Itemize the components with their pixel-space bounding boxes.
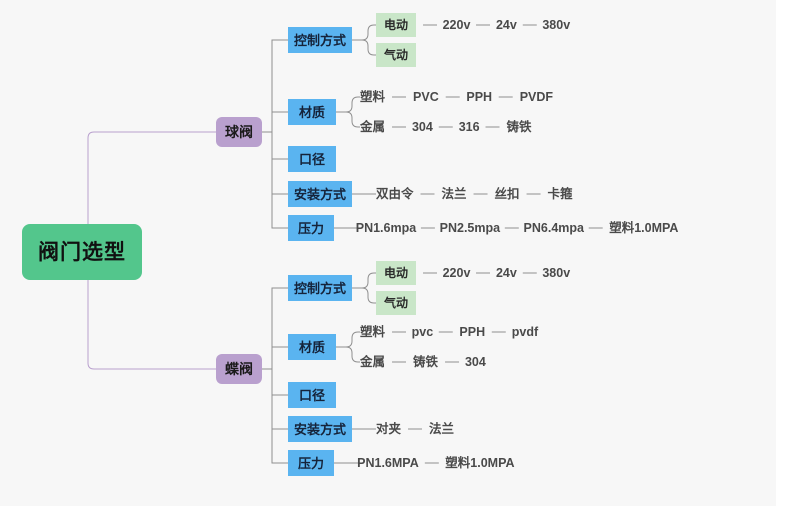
topic-node-蝶阀-压力[interactable]: 压力 (288, 450, 334, 476)
topic-node-球阀-安装方式[interactable]: 安装方式 (288, 181, 352, 207)
leaf-node-球阀-控制方式-电动-1[interactable]: 220v (442, 17, 471, 32)
leaf-node-蝶阀-材质-塑料-3[interactable]: pvdf (511, 324, 539, 339)
topic-node-蝶阀-安装方式[interactable]: 安装方式 (288, 416, 352, 442)
leaf-node-球阀-材质-塑料-2[interactable]: PPH (466, 89, 493, 104)
leaf-node-球阀-控制方式-电动-2[interactable]: 24v (495, 17, 517, 32)
sub-node-球阀-压力-PN1.6mpa[interactable]: PN1.6mpa (355, 220, 417, 235)
sub-node-球阀-安装方式-双由令[interactable]: 双由令 (376, 186, 414, 201)
topic-node-球阀-口径[interactable]: 口径 (288, 146, 336, 172)
leaf-node-球阀-材质-塑料-1[interactable]: PVC (413, 89, 439, 104)
sub-node-球阀-控制方式-电动[interactable]: 电动 (376, 13, 417, 37)
leaf-node-球阀-材质-塑料-3[interactable]: PVDF (519, 89, 554, 104)
leaf-node-蝶阀-压力-PN1.6MPA-1[interactable]: 塑料1.0MPA (445, 455, 515, 470)
sub-node-蝶阀-材质-金属[interactable]: 金属 (360, 354, 386, 369)
topic-node-球阀-材质[interactable]: 材质 (288, 99, 336, 125)
topic-node-蝶阀-控制方式[interactable]: 控制方式 (288, 275, 352, 301)
leaf-node-球阀-安装方式-双由令-2[interactable]: 丝扣 (494, 186, 520, 201)
topic-node-球阀-压力[interactable]: 压力 (288, 215, 334, 241)
sub-node-蝶阀-材质-塑料[interactable]: 塑料 (360, 324, 386, 339)
leaf-node-球阀-安装方式-双由令-1[interactable]: 法兰 (441, 186, 467, 201)
sub-node-蝶阀-控制方式-气动[interactable]: 气动 (376, 291, 417, 315)
sub-node-球阀-控制方式-气动[interactable]: 气动 (376, 43, 417, 67)
leaf-node-球阀-控制方式-电动-3[interactable]: 380v (542, 17, 571, 32)
topic-node-球阀-控制方式[interactable]: 控制方式 (288, 27, 352, 53)
leaf-node-蝶阀-控制方式-电动-1[interactable]: 220v (442, 265, 471, 280)
leaf-node-蝶阀-控制方式-电动-3[interactable]: 380v (542, 265, 571, 280)
sub-node-球阀-材质-塑料[interactable]: 塑料 (360, 89, 386, 104)
leaf-node-蝶阀-材质-金属-1[interactable]: 铸铁 (413, 354, 439, 369)
branch-node-1[interactable]: 球阀 (216, 117, 262, 147)
leaf-node-球阀-安装方式-双由令-3[interactable]: 卡箍 (547, 186, 573, 201)
sub-node-蝶阀-压力-PN1.6MPA[interactable]: PN1.6MPA (357, 455, 419, 470)
topic-node-蝶阀-材质[interactable]: 材质 (288, 334, 336, 360)
topic-node-蝶阀-口径[interactable]: 口径 (288, 382, 336, 408)
leaf-node-球阀-压力-PN1.6mpa-3[interactable]: 塑料1.0MPA (609, 220, 679, 235)
branch-node-2[interactable]: 蝶阀 (216, 354, 262, 384)
leaf-node-蝶阀-材质-塑料-1[interactable]: pvc (411, 324, 434, 339)
sub-node-蝶阀-安装方式-对夹[interactable]: 对夹 (376, 421, 402, 436)
leaf-node-蝶阀-控制方式-电动-2[interactable]: 24v (495, 265, 517, 280)
leaf-node-球阀-材质-金属-2[interactable]: 316 (458, 119, 480, 134)
leaf-node-蝶阀-安装方式-对夹-1[interactable]: 法兰 (429, 421, 455, 436)
sub-node-蝶阀-控制方式-电动[interactable]: 电动 (376, 261, 417, 285)
leaf-node-蝶阀-材质-金属-2[interactable]: 304 (464, 354, 486, 369)
leaf-node-球阀-材质-金属-1[interactable]: 304 (411, 119, 433, 134)
root-node[interactable]: 阀门选型 (22, 224, 142, 280)
leaf-node-球阀-压力-PN1.6mpa-1[interactable]: PN2.5mpa (439, 220, 501, 235)
leaf-node-蝶阀-材质-塑料-2[interactable]: PPH (459, 324, 486, 339)
leaf-node-球阀-材质-金属-3[interactable]: 铸铁 (506, 119, 532, 134)
sub-node-球阀-材质-金属[interactable]: 金属 (360, 119, 386, 134)
leaf-node-球阀-压力-PN1.6mpa-2[interactable]: PN6.4mpa (523, 220, 584, 235)
